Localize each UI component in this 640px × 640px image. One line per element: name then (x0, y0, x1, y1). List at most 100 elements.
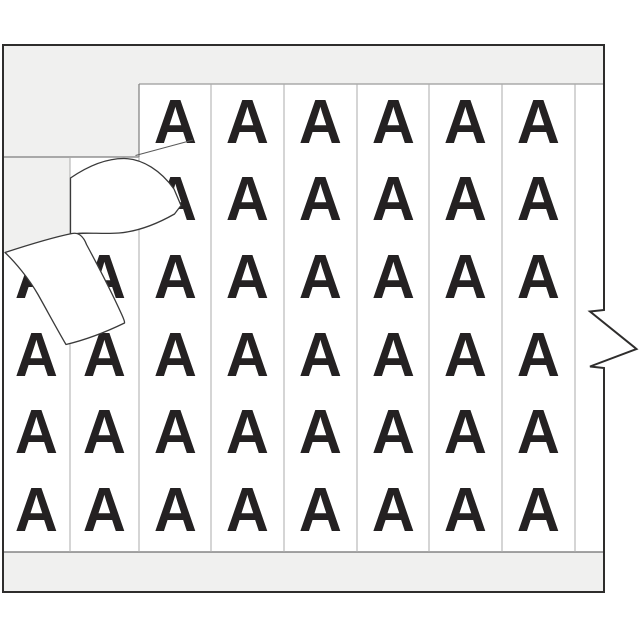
wire-marker-cell: A (70, 162, 139, 240)
wire-marker-cell: A (139, 84, 211, 162)
wire-marker-letter: A (226, 243, 269, 313)
wire-marker-letter: A (83, 320, 126, 390)
wire-marker-cell: A (429, 239, 502, 317)
wire-marker-letter: A (226, 165, 269, 235)
wire-marker-cell: A (284, 395, 357, 473)
wire-marker-cell: A (502, 84, 575, 162)
wire-marker-letter: A (371, 398, 415, 468)
wire-marker-letter: A (517, 87, 560, 157)
wire-marker-cell: A (357, 84, 429, 162)
marker-card-body (3, 45, 637, 592)
wire-marker-cell: A (284, 472, 357, 550)
wire-marker-cell: A (357, 317, 429, 395)
liner-top-band (3, 45, 604, 157)
wire-marker-cell: A (429, 472, 502, 550)
wire-marker-letter: A (444, 165, 487, 235)
wire-marker-letter: A (299, 165, 342, 235)
wire-marker-letter: A (371, 320, 415, 390)
wire-marker-letter: A (83, 165, 126, 235)
wire-marker-cell: A (3, 317, 70, 395)
wire-marker-letter: A (517, 320, 560, 390)
wire-marker-letter: A (371, 476, 415, 546)
wire-marker-cell: A (502, 317, 575, 395)
wire-marker-cell: A (357, 472, 429, 550)
wire-marker-letter: A (83, 398, 126, 468)
wire-marker-letter: A (15, 398, 58, 468)
wire-marker-letter: A (444, 87, 487, 157)
wire-marker-cell: A (284, 84, 357, 162)
wire-marker-letter: A (299, 320, 342, 390)
wire-marker-letter: A (299, 243, 342, 313)
wire-marker-letter: A (226, 476, 269, 546)
wire-marker-cell: A (139, 317, 211, 395)
wire-marker-cell: A (70, 395, 139, 473)
wire-marker-cell: A (429, 84, 502, 162)
wire-marker-cell: A (429, 395, 502, 473)
wire-marker-cell: A (429, 162, 502, 240)
wire-marker-cell: A (429, 317, 502, 395)
wire-marker-letter: A (444, 320, 487, 390)
wire-marker-letter: A (299, 87, 342, 157)
wire-marker-letter: A (83, 243, 126, 313)
liner-exposed-col1 (3, 157, 70, 253)
wire-marker-cell: A (211, 162, 284, 240)
wire-marker-letter: A (517, 476, 560, 546)
wire-marker-cell: A (284, 239, 357, 317)
wire-marker-letter: A (444, 476, 487, 546)
wire-marker-cell: A (139, 162, 211, 240)
wire-marker-cell: A (211, 84, 284, 162)
wire-marker-cell: A (502, 472, 575, 550)
wire-marker-cell: A (357, 239, 429, 317)
wire-marker-cell: A (284, 162, 357, 240)
wire-marker-letter: A (517, 243, 560, 313)
wire-marker-cell: A (139, 395, 211, 473)
wire-marker-cell: A (3, 239, 70, 317)
wire-marker-letter: A (444, 243, 487, 313)
wire-marker-letter: A (153, 243, 197, 313)
wire-marker-letter: A (153, 87, 197, 157)
wire-marker-cell: A (3, 472, 70, 550)
wire-marker-letter: A (371, 165, 415, 235)
wire-marker-cell: A (357, 395, 429, 473)
wire-marker-letter: A (226, 320, 269, 390)
wire-marker-cell: A (284, 317, 357, 395)
wire-marker-letter: A (444, 398, 487, 468)
peeled-label-lower (4, 232, 126, 346)
wire-marker-letter: A (299, 476, 342, 546)
wire-marker-cell: A (502, 239, 575, 317)
lifted-label-edge-line (135, 139, 194, 156)
wire-marker-cell: A (70, 239, 139, 317)
wire-marker-cell: A (3, 395, 70, 473)
wire-marker-letter: A (153, 320, 197, 390)
wire-marker-letter: A (153, 398, 197, 468)
wire-marker-cell: A (139, 239, 211, 317)
wire-marker-cell: A (211, 472, 284, 550)
wire-marker-cell: A (211, 317, 284, 395)
wire-marker-letter: A (371, 243, 415, 313)
wire-marker-letter: A (517, 165, 560, 235)
marker-card-outline (2, 44, 639, 593)
wire-marker-letter: A (15, 320, 58, 390)
liner-bottom-band (3, 552, 604, 592)
wire-marker-letter: A (517, 398, 560, 468)
peeled-label-upper (69, 157, 182, 236)
wire-marker-letter: A (153, 476, 197, 546)
wire-marker-letter: A (15, 476, 58, 546)
wire-marker-cell: A (502, 162, 575, 240)
wire-marker-cell: A (139, 472, 211, 550)
wire-marker-cell: A (211, 395, 284, 473)
wire-marker-letter: A (153, 165, 197, 235)
wire-marker-letter: A (83, 476, 126, 546)
wire-marker-cell: A (502, 395, 575, 473)
wire-marker-letter: A (226, 398, 269, 468)
wire-marker-cell: A (211, 239, 284, 317)
wire-marker-cell: A (70, 317, 139, 395)
wire-marker-letter: A (371, 87, 415, 157)
wire-marker-cell: A (357, 162, 429, 240)
wire-marker-letter: A (226, 87, 269, 157)
wire-marker-letter: A (299, 398, 342, 468)
